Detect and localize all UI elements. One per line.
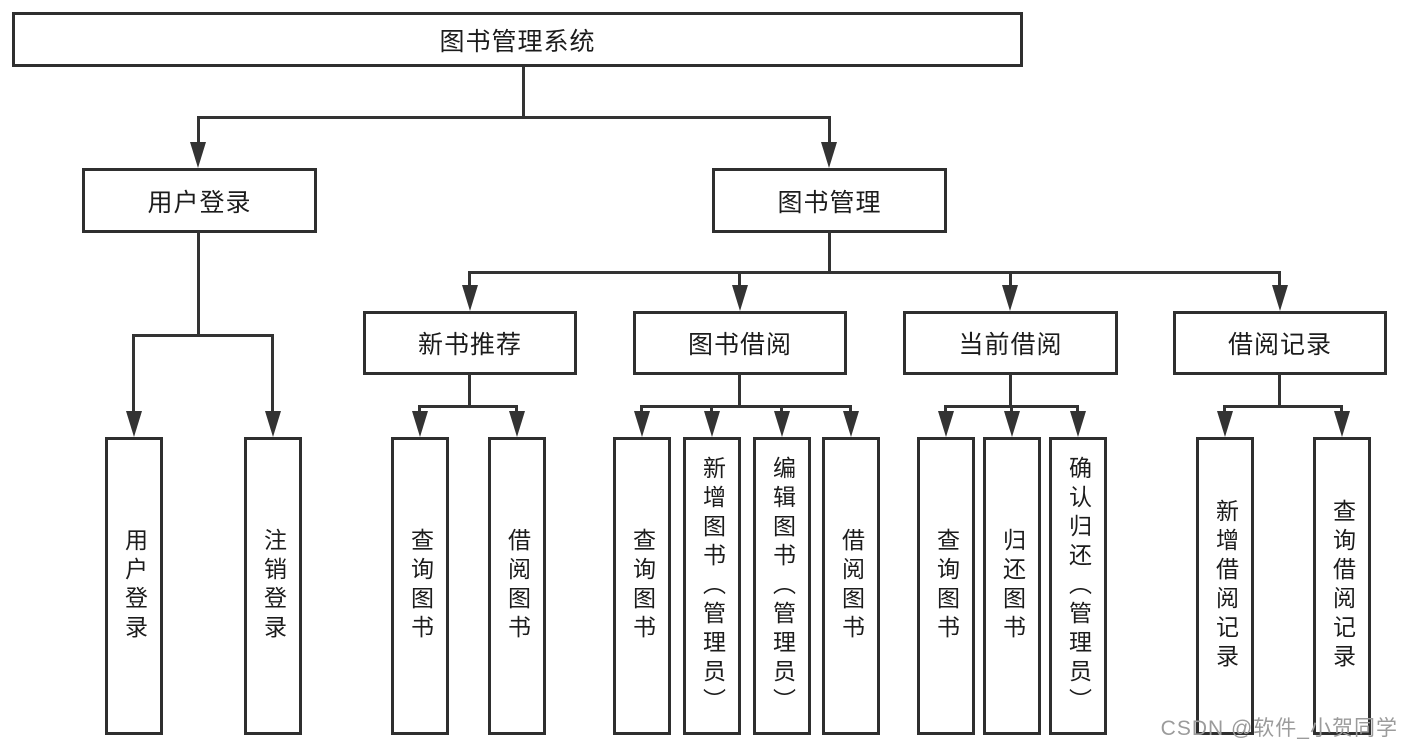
node-book-borrow-label: 图书借阅	[687, 331, 792, 359]
leaf-return-book: 归还图书	[983, 437, 1041, 735]
connector-trunk	[738, 374, 741, 408]
connector-level1-hline	[197, 116, 831, 119]
leaf-borrow-book-recommend-label: 借阅图书	[504, 528, 531, 644]
leaf-user-login-label: 用户登录	[121, 528, 148, 644]
connector-hline	[1223, 405, 1343, 408]
connector-drop	[515, 405, 518, 415]
leaf-user-login: 用户登录	[105, 437, 163, 735]
arrow-down-icon	[821, 142, 837, 168]
arrow-down-icon	[843, 411, 859, 437]
connector-drop	[1340, 405, 1343, 415]
connector-trunk	[1278, 374, 1281, 408]
connector-drop	[271, 334, 274, 414]
connector-hline	[640, 405, 852, 408]
node-book-management: 图书管理	[712, 168, 947, 233]
leaf-add-borrow-record-label: 新增借阅记录	[1212, 499, 1239, 673]
arrow-down-icon	[1272, 285, 1288, 311]
connector-drop	[944, 405, 947, 415]
arrow-down-icon	[938, 411, 954, 437]
node-current-borrow-label: 当前借阅	[958, 331, 1063, 359]
connector-drop	[710, 405, 713, 415]
connector-drop	[468, 271, 471, 288]
connector-drop	[828, 116, 831, 146]
node-root-label: 图书管理系统	[439, 27, 596, 56]
connector-drop	[1076, 405, 1079, 415]
connector-drop	[1223, 405, 1226, 415]
node-borrow-record: 借阅记录	[1173, 311, 1387, 375]
leaf-query-book-borrow-label: 查询图书	[629, 528, 656, 644]
arrow-down-icon	[1002, 285, 1018, 311]
arrow-down-icon	[126, 411, 142, 437]
connector-drop	[1010, 405, 1013, 415]
node-user-login-label: 用户登录	[147, 188, 252, 217]
arrow-down-icon	[265, 411, 281, 437]
connector-drop	[1009, 271, 1012, 288]
leaf-logout-label: 注销登录	[260, 528, 287, 644]
leaf-query-book-current-label: 查询图书	[933, 528, 960, 644]
leaf-query-book-borrow: 查询图书	[613, 437, 671, 735]
arrow-down-icon	[704, 411, 720, 437]
connector-trunk	[1009, 374, 1012, 408]
leaf-borrow-book: 借阅图书	[822, 437, 880, 735]
arrow-down-icon	[190, 142, 206, 168]
connector-drop	[640, 405, 643, 415]
connector-drop	[738, 271, 741, 288]
leaf-add-borrow-record: 新增借阅记录	[1196, 437, 1254, 735]
csdn-watermark: CSDN @软件_小贺同学	[1160, 717, 1398, 740]
leaf-confirm-return-admin-label: 确认归还（管理员）	[1065, 455, 1092, 717]
leaf-return-book-label: 归还图书	[999, 528, 1026, 644]
arrow-down-icon	[1004, 411, 1020, 437]
node-user-login: 用户登录	[82, 168, 317, 233]
leaf-query-book-recommend: 查询图书	[391, 437, 449, 735]
leaf-edit-book-admin: 编辑图书（管理员）	[753, 437, 811, 735]
leaf-add-book-admin-label: 新增图书（管理员）	[699, 455, 726, 717]
connector-hline	[418, 405, 518, 408]
leaf-add-book-admin: 新增图书（管理员）	[683, 437, 741, 735]
connector-drop	[197, 116, 200, 146]
leaf-edit-book-admin-label: 编辑图书（管理员）	[769, 455, 796, 717]
leaf-confirm-return-admin: 确认归还（管理员）	[1049, 437, 1107, 735]
leaf-query-borrow-record-label: 查询借阅记录	[1329, 499, 1356, 673]
arrow-down-icon	[462, 285, 478, 311]
connector-user-hline	[132, 334, 274, 337]
arrow-down-icon	[1334, 411, 1350, 437]
arrow-down-icon	[774, 411, 790, 437]
node-new-book-recommend: 新书推荐	[363, 311, 577, 375]
connector-book-trunk	[828, 231, 831, 274]
leaf-query-book-current: 查询图书	[917, 437, 975, 735]
leaf-logout: 注销登录	[244, 437, 302, 735]
connector-root-trunk	[522, 67, 525, 118]
node-root: 图书管理系统	[12, 12, 1023, 67]
connector-user-trunk	[197, 231, 200, 337]
node-book-management-label: 图书管理	[777, 188, 882, 217]
arrow-down-icon	[509, 411, 525, 437]
arrow-down-icon	[732, 285, 748, 311]
connector-drop	[849, 405, 852, 415]
arrow-down-icon	[412, 411, 428, 437]
leaf-query-book-recommend-label: 查询图书	[407, 528, 434, 644]
node-borrow-record-label: 借阅记录	[1227, 331, 1332, 359]
node-current-borrow: 当前借阅	[903, 311, 1118, 375]
connector-level2-hline	[468, 271, 1281, 274]
leaf-borrow-book-recommend: 借阅图书	[488, 437, 546, 735]
arrow-down-icon	[634, 411, 650, 437]
leaf-borrow-book-label: 借阅图书	[838, 528, 865, 644]
leaf-query-borrow-record: 查询借阅记录	[1313, 437, 1371, 735]
node-new-book-recommend-label: 新书推荐	[417, 331, 522, 359]
arrow-down-icon	[1070, 411, 1086, 437]
connector-drop	[1278, 271, 1281, 288]
node-book-borrow: 图书借阅	[633, 311, 847, 375]
connector-drop	[418, 405, 421, 415]
arrow-down-icon	[1217, 411, 1233, 437]
connector-drop	[780, 405, 783, 415]
connector-trunk	[468, 374, 471, 408]
connector-drop	[132, 334, 135, 414]
